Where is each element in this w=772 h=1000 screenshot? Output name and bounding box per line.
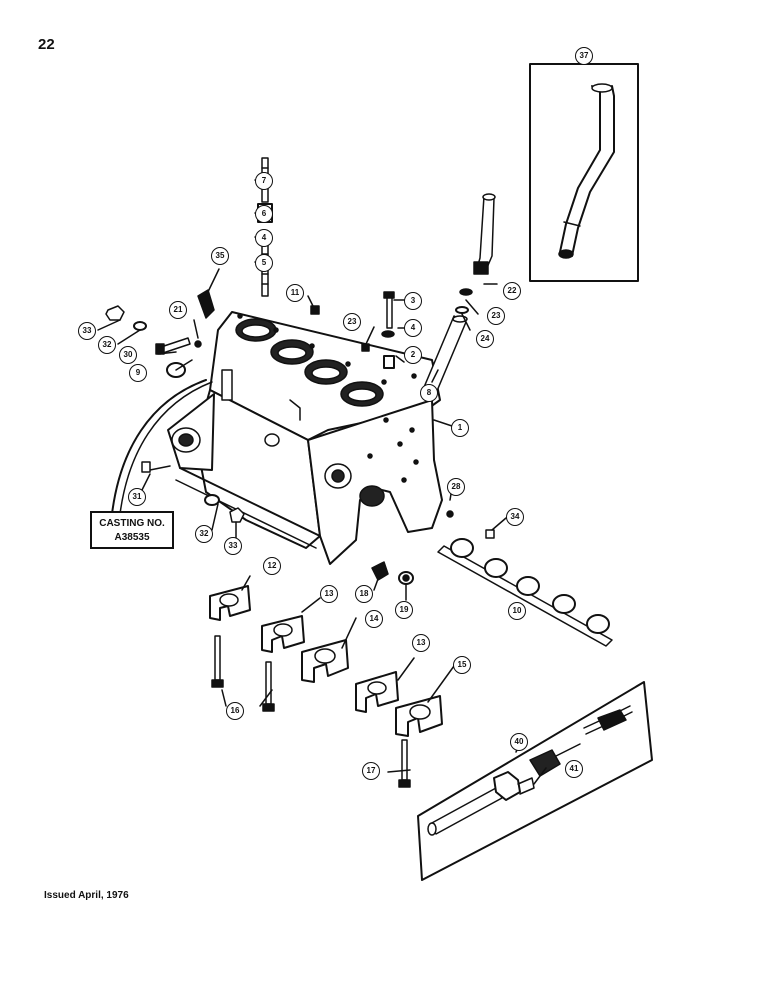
callout-21: 21 bbox=[169, 301, 187, 319]
callout-18: 18 bbox=[355, 585, 373, 603]
callout-6: 6 bbox=[255, 205, 273, 223]
casting-label-line2: A38535 bbox=[114, 532, 150, 543]
connector-41 bbox=[529, 743, 581, 777]
callout-9: 9 bbox=[129, 364, 147, 382]
callout-15: 15 bbox=[453, 656, 471, 674]
plug-18 bbox=[371, 561, 389, 581]
callout-41: 41 bbox=[565, 760, 583, 778]
stud-30 bbox=[155, 337, 191, 355]
cap-bolt-17 bbox=[398, 739, 411, 788]
washer-4b bbox=[381, 330, 395, 338]
plug-11 bbox=[310, 305, 320, 315]
bearing-cap-13a bbox=[261, 615, 305, 653]
callout-8: 8 bbox=[420, 384, 438, 402]
callout-13-top: 13 bbox=[320, 585, 338, 603]
page-number: 22 bbox=[38, 36, 55, 53]
washer-32b bbox=[204, 494, 220, 506]
fitting-35 bbox=[197, 289, 215, 319]
seal-24 bbox=[455, 306, 469, 314]
bearing-cap-12 bbox=[209, 585, 251, 621]
callout-34: 34 bbox=[506, 508, 524, 526]
callout-4-right: 4 bbox=[404, 319, 422, 337]
nut-33a bbox=[105, 305, 125, 321]
callout-3: 3 bbox=[404, 292, 422, 310]
nut-33b bbox=[229, 507, 245, 523]
inset-frame bbox=[529, 63, 639, 282]
callout-31: 31 bbox=[128, 488, 146, 506]
cap-bolt-16b bbox=[262, 661, 275, 712]
callout-11: 11 bbox=[286, 284, 304, 302]
casting-number-label: CASTING NO. A38535 bbox=[90, 511, 174, 549]
washer-32a bbox=[133, 321, 147, 331]
lower-inset-frame bbox=[417, 681, 653, 881]
casting-label-line1: CASTING NO. bbox=[99, 518, 165, 529]
seal-19 bbox=[398, 571, 414, 585]
plug-21 bbox=[194, 340, 202, 348]
plug-28 bbox=[446, 510, 454, 518]
callout-33-top: 33 bbox=[78, 322, 96, 340]
filler-pipe-22 bbox=[473, 193, 496, 275]
issued-date: Issued April, 1976 bbox=[44, 890, 129, 901]
callout-23-right: 23 bbox=[487, 307, 505, 325]
callout-37: 37 bbox=[575, 47, 593, 65]
callout-12: 12 bbox=[263, 557, 281, 575]
callout-19: 19 bbox=[395, 601, 413, 619]
callout-32-top: 32 bbox=[98, 336, 116, 354]
wire-lead bbox=[583, 705, 633, 735]
callout-1: 1 bbox=[451, 419, 469, 437]
bearing-cap-14 bbox=[301, 639, 349, 683]
bolt-31 bbox=[141, 461, 171, 473]
dowel-2 bbox=[383, 355, 395, 369]
callout-16: 16 bbox=[226, 702, 244, 720]
callout-7: 7 bbox=[255, 172, 273, 190]
callout-32-bottom: 32 bbox=[195, 525, 213, 543]
bearing-cap-13b bbox=[355, 671, 399, 713]
cap-bolt-16a bbox=[211, 635, 224, 688]
callout-2: 2 bbox=[404, 346, 422, 364]
oil-filler-tube-detail bbox=[558, 83, 615, 259]
callout-14: 14 bbox=[365, 610, 383, 628]
callout-22: 22 bbox=[503, 282, 521, 300]
plug-23a bbox=[361, 343, 370, 352]
callout-24: 24 bbox=[476, 330, 494, 348]
sender-unit-40 bbox=[427, 771, 535, 836]
callout-4: 4 bbox=[255, 229, 273, 247]
callout-33-bottom: 33 bbox=[224, 537, 242, 555]
cylinder-block bbox=[167, 311, 443, 565]
washer-23b bbox=[459, 288, 473, 296]
plug-34 bbox=[485, 529, 495, 539]
callout-5: 5 bbox=[255, 254, 273, 272]
callout-13-bottom: 13 bbox=[412, 634, 430, 652]
bolt-3 bbox=[383, 291, 395, 329]
callout-17: 17 bbox=[362, 762, 380, 780]
callout-30: 30 bbox=[119, 346, 137, 364]
callout-28: 28 bbox=[447, 478, 465, 496]
callout-23-left: 23 bbox=[343, 313, 361, 331]
callout-35: 35 bbox=[211, 247, 229, 265]
callout-10: 10 bbox=[508, 602, 526, 620]
callout-40: 40 bbox=[510, 733, 528, 751]
camshaft-bushings-10 bbox=[437, 538, 613, 647]
bearing-cap-15 bbox=[395, 695, 443, 737]
